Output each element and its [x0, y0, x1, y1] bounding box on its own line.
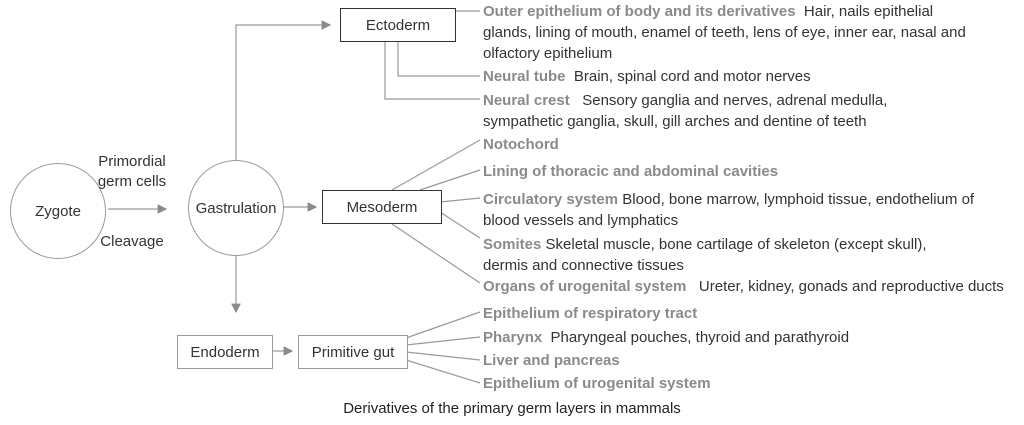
ectoderm-label: Ectoderm — [365, 16, 431, 34]
ectoderm-item-outer-epithelium: Outer epithelium of body and its derivat… — [483, 3, 966, 62]
cleavage-label: Cleavage — [100, 233, 164, 250]
arrow-gastrulation-ectoderm — [235, 20, 332, 160]
endoderm-item-pharynx: Pharynx Pharyngeal pouches, thyroid and … — [483, 329, 850, 346]
mesoderm-item-notochord: Notochord — [483, 136, 559, 153]
primordial-germ-cells-label: Primordial germ cells — [97, 153, 167, 190]
endoderm-box: Endoderm — [177, 335, 273, 369]
endoderm-label: Endoderm — [190, 343, 260, 361]
zygote-label: Zygote — [35, 202, 81, 220]
mesoderm-item-somites: Somites Skeletal muscle, bone cartilage … — [483, 236, 927, 274]
gastrulation-label: Gastrulation — [195, 199, 277, 217]
gastrulation-node: Gastrulation — [188, 160, 284, 256]
mesoderm-box: Mesoderm — [322, 190, 442, 224]
zygote-node: Zygote — [10, 163, 106, 259]
mesoderm-item-lining: Lining of thoracic and abdominal cavitie… — [483, 163, 779, 180]
mesoderm-item-urogenital-organs: Organs of urogenital system Ureter, kidn… — [483, 278, 1004, 295]
endoderm-item-liver: Liver and pancreas — [483, 352, 620, 369]
mesoderm-label: Mesoderm — [346, 198, 418, 216]
endoderm-item-respiratory: Epithelium of respiratory tract — [483, 305, 698, 322]
primitive-gut-box: Primitive gut — [298, 335, 408, 369]
figure-caption: Derivatives of the primary germ layers i… — [343, 400, 681, 417]
primitive-gut-label: Primitive gut — [311, 343, 395, 361]
ectoderm-item-neural-crest: Neural crest Sensory ganglia and nerves,… — [483, 92, 888, 130]
ectoderm-box: Ectoderm — [340, 8, 456, 42]
endoderm-item-urogenital-epithelium: Epithelium of urogenital system — [483, 375, 711, 392]
mesoderm-item-circulatory: Circulatory system Blood, bone marrow, l… — [483, 191, 975, 229]
ectoderm-item-neural-tube: Neural tube Brain, spinal cord and motor… — [483, 68, 811, 85]
